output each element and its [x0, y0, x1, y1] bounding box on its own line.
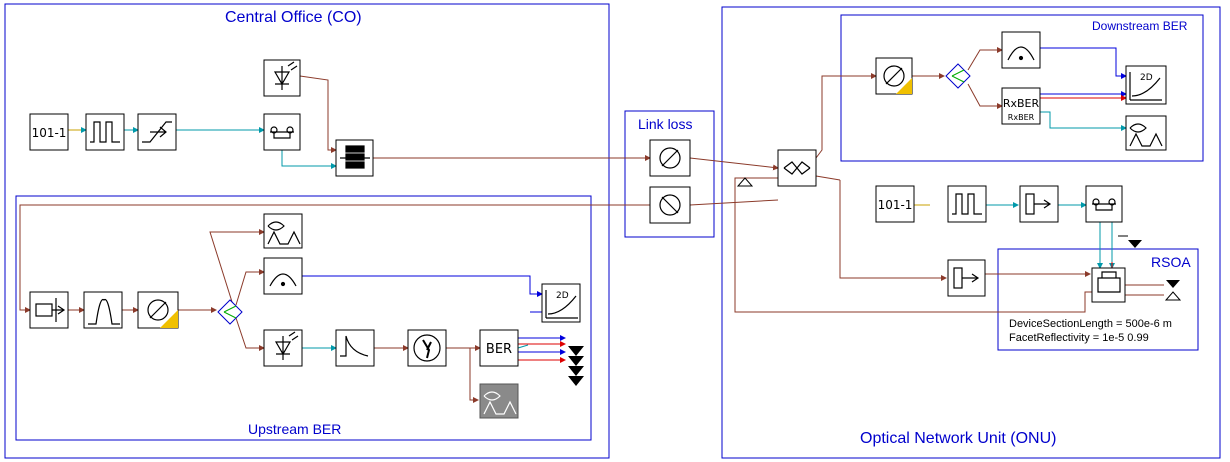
- filter-up-block[interactable]: [83, 291, 123, 329]
- terminator-1: [568, 346, 584, 356]
- rsoa-param-length: DeviceSectionLength = 500e-6 m: [1009, 318, 1172, 330]
- ber-up-label: BER: [486, 342, 512, 357]
- plot-icon-up: [545, 290, 578, 319]
- terminator-2: [568, 356, 584, 366]
- plot-2d-down-label: 2D: [1140, 73, 1153, 83]
- downstream-ber-frame: [840, 14, 1204, 162]
- terminator-3: [568, 366, 584, 376]
- rsoa-title: RSOA: [1151, 254, 1191, 270]
- eye-icon-up: [267, 230, 301, 245]
- rxber-sub-label: RxBER: [1008, 113, 1035, 122]
- cdr-icon: [413, 334, 441, 362]
- attenuator-icon-up: [661, 196, 679, 214]
- rxber-block[interactable]: [1001, 87, 1041, 125]
- co-frame: [4, 3, 610, 459]
- circulator-icon: [783, 161, 811, 175]
- power-meter-icon-up: [269, 273, 297, 287]
- eye-icon-down: [1129, 132, 1163, 147]
- rsoa-icon: [1097, 271, 1121, 293]
- lowpass-up-block[interactable]: [335, 329, 375, 367]
- ground-marker: [736, 177, 754, 187]
- terminator-4: [568, 376, 584, 386]
- modulator-icon-co: [270, 131, 294, 139]
- filter-icon-up: [88, 298, 120, 325]
- power-meter-up-block[interactable]: [263, 257, 303, 295]
- attenuator-icon-co: [149, 301, 167, 319]
- co-title: Central Office (CO): [225, 9, 362, 26]
- attenuator-icon-down: [661, 149, 679, 167]
- pulse-gen-onu-block[interactable]: [947, 185, 987, 223]
- modulator-icon-onu: [1092, 203, 1116, 211]
- rsoa-param-reflectivity: FacetReflectivity = 1e-5 0.99: [1009, 332, 1149, 344]
- pulse-gen-co-block[interactable]: [85, 113, 125, 151]
- downstream-title: Downstream BER: [1092, 19, 1188, 33]
- ber-up-block[interactable]: [479, 329, 519, 367]
- power-meter-icon-down: [1007, 46, 1035, 61]
- splitter-down[interactable]: [945, 63, 971, 89]
- onu-frame: [721, 6, 1221, 459]
- eye-diagram-down-block[interactable]: [1125, 115, 1167, 151]
- attenuator-icon-onu: [885, 67, 903, 85]
- onu-title: Optical Network Unit (ONU): [860, 430, 1057, 447]
- photodiode-icon-up: [274, 331, 299, 360]
- prbs-co-label: 101-1: [32, 126, 67, 140]
- terminator-onu: [1128, 240, 1142, 248]
- power-meter-down-block[interactable]: [1001, 31, 1041, 69]
- pulse-icon-onu: [952, 193, 982, 215]
- link-loss-title: Link loss: [638, 116, 693, 132]
- photodiode-icon-co: [273, 61, 298, 90]
- upstream-title: Upstream BER: [248, 421, 342, 437]
- plot-2d-down-block[interactable]: [1125, 65, 1167, 105]
- terminator-rsoa: [1166, 280, 1180, 288]
- prbs-onu-label: 101-1: [878, 198, 913, 212]
- splitter-up[interactable]: [217, 299, 243, 325]
- prbs-onu-block[interactable]: [875, 185, 915, 223]
- eye-icon-disabled: [483, 400, 517, 415]
- link-loss-frame: [624, 110, 715, 238]
- lowpass-icon: [340, 335, 369, 357]
- plot-2d-up-label: 2D: [556, 291, 569, 301]
- prbs-co-block[interactable]: [29, 113, 69, 151]
- rxber-main-label: RxBER: [1003, 97, 1040, 110]
- eye-diagram-up-block[interactable]: [263, 213, 303, 249]
- plot-2d-up-block[interactable]: [541, 283, 581, 323]
- rsoa-frame: [997, 248, 1199, 351]
- plot-icon-down: [1129, 72, 1162, 101]
- pulse-icon-co: [90, 121, 120, 143]
- upstream-ber-frame: [15, 195, 592, 441]
- eye-diagram-disabled-block[interactable]: [479, 383, 519, 419]
